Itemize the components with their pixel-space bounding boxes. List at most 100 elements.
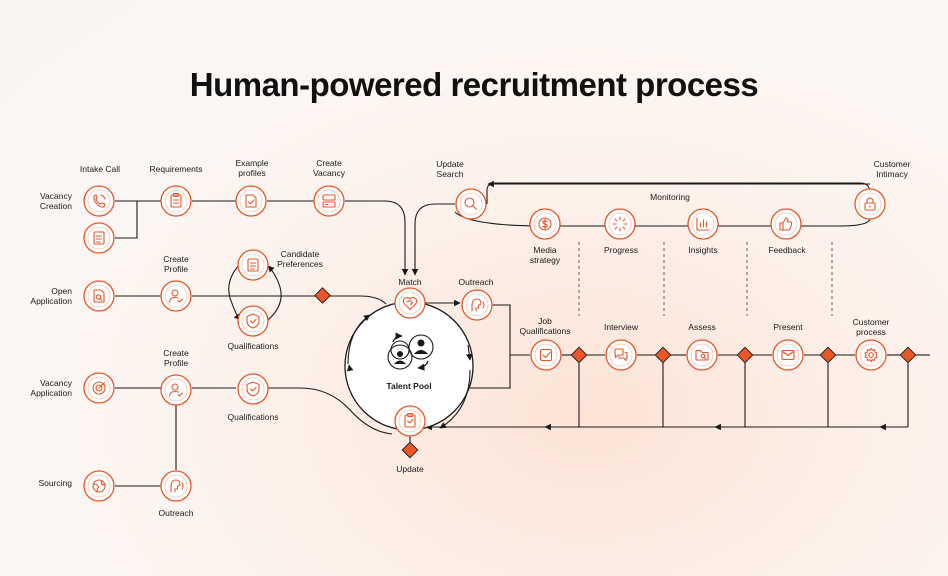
- diamond-job-qualifications: [570, 346, 588, 364]
- label-candidate-preferences-2: Preferences: [277, 259, 323, 269]
- search-document-icon: [93, 289, 105, 303]
- diamond-interview: [654, 346, 672, 364]
- phone-icon: [93, 194, 106, 208]
- label-vacancy-creation-2: Creation: [40, 201, 72, 211]
- customer-process-node[interactable]: [855, 339, 887, 371]
- update-search-node[interactable]: [455, 188, 487, 220]
- label-insights: Insights: [688, 245, 717, 255]
- target-icon: [92, 381, 106, 395]
- vacancy-application-node[interactable]: [83, 372, 115, 404]
- label-progress: Progress: [604, 245, 638, 255]
- checkbox-icon: [539, 348, 553, 362]
- file-check-icon: [245, 194, 257, 208]
- qualifications-b-node[interactable]: [237, 373, 269, 405]
- label-candidate-preferences-1: Candidate: [281, 249, 320, 259]
- label-create-profile-b-1: Create: [163, 348, 189, 358]
- customer-intimacy-node[interactable]: [854, 188, 886, 220]
- label-requirements: Requirements: [150, 164, 203, 174]
- labels: Intake Call Requirements Example profile…: [30, 158, 910, 518]
- folder-search-icon: [695, 349, 709, 361]
- diamond-open-app: [314, 287, 331, 304]
- label-job-qualifications-2: Qualifications: [519, 326, 570, 336]
- update-node[interactable]: [394, 405, 426, 437]
- label-job-qualifications-1: Job: [538, 316, 552, 326]
- open-application-node[interactable]: [83, 280, 115, 312]
- diamond-update: [401, 441, 419, 459]
- label-present: Present: [773, 322, 803, 332]
- page-title: Human-powered recruitment process: [190, 66, 758, 103]
- chat-icon: [614, 348, 628, 362]
- label-outreach-top: Outreach: [459, 277, 494, 287]
- label-create-profile-a-2: Profile: [164, 264, 188, 274]
- create-vacancy-node[interactable]: [313, 185, 345, 217]
- document-icon: [247, 258, 259, 272]
- media-strategy-node[interactable]: [529, 208, 561, 240]
- job-qualifications-node[interactable]: [530, 339, 562, 371]
- label-open-application-1: Open: [51, 286, 72, 296]
- label-vacancy-application-1: Vacancy: [40, 378, 73, 388]
- label-update-search-1: Update: [436, 159, 464, 169]
- label-interview: Interview: [604, 322, 639, 332]
- connectors: [115, 180, 930, 487]
- example-profiles-node[interactable]: [235, 185, 267, 217]
- gear-icon: [864, 347, 878, 363]
- label-match: Match: [398, 277, 421, 287]
- clipboard-icon: [170, 192, 182, 208]
- requirements-node[interactable]: [160, 185, 192, 217]
- insights-node[interactable]: [687, 208, 719, 240]
- candidate-preferences-node[interactable]: [237, 249, 269, 281]
- label-create-vacancy-2: Vacancy: [313, 168, 346, 178]
- create-profile-a-node[interactable]: [160, 280, 192, 312]
- label-feedback: Feedback: [768, 245, 806, 255]
- dollar-icon: [538, 217, 552, 231]
- label-example-profiles-1: Example: [235, 158, 268, 168]
- clipboard-check-icon: [404, 412, 416, 428]
- present-node[interactable]: [772, 339, 804, 371]
- globe-icon: [92, 479, 106, 493]
- mail-icon: [781, 349, 795, 361]
- outreach-bottom-node[interactable]: [160, 470, 192, 502]
- label-create-profile-a-1: Create: [163, 254, 189, 264]
- label-assess: Assess: [688, 322, 715, 332]
- interview-node[interactable]: [605, 339, 637, 371]
- voice-icon: [471, 298, 485, 312]
- label-customer-process-1: Customer: [853, 317, 890, 327]
- match-node[interactable]: [394, 287, 426, 319]
- label-qualifications-a: Qualifications: [227, 341, 278, 351]
- label-customer-intimacy-2: Intimacy: [876, 169, 908, 179]
- progress-node[interactable]: [604, 208, 636, 240]
- label-media-strategy-2: strategy: [530, 255, 561, 265]
- qualifications-a-node[interactable]: [237, 305, 269, 337]
- voice-icon: [170, 479, 184, 493]
- outreach-top-node[interactable]: [461, 289, 493, 321]
- talent-pool-label: Talent Pool: [386, 381, 431, 391]
- label-qualifications-b: Qualifications: [227, 412, 278, 422]
- shield-check-icon: [246, 381, 260, 397]
- heart-handshake-icon: [402, 296, 418, 311]
- create-profile-b-node[interactable]: [160, 374, 192, 406]
- diamond-assess: [736, 346, 754, 364]
- search-icon: [464, 197, 478, 211]
- label-update-search-2: Search: [437, 169, 464, 179]
- bar-chart-icon: [696, 217, 710, 231]
- label-intake-call: Intake Call: [80, 164, 120, 174]
- label-customer-intimacy-1: Customer: [874, 159, 911, 169]
- label-sourcing: Sourcing: [38, 478, 72, 488]
- intake-call-node[interactable]: [83, 185, 115, 217]
- label-create-vacancy-1: Create: [316, 158, 342, 168]
- label-monitoring: Monitoring: [650, 192, 690, 202]
- feedback-node[interactable]: [770, 208, 802, 240]
- loader-icon: [612, 216, 628, 232]
- thumbs-up-icon: [779, 217, 793, 231]
- assess-node[interactable]: [686, 339, 718, 371]
- label-update: Update: [396, 464, 424, 474]
- label-outreach-bottom: Outreach: [159, 508, 194, 518]
- form-icon: [322, 194, 336, 208]
- diamond-customer-process: [899, 346, 917, 364]
- user-check-icon: [168, 289, 184, 303]
- label-vacancy-creation-1: Vacancy: [40, 191, 73, 201]
- document-icon: [93, 231, 105, 245]
- sourcing-node[interactable]: [83, 470, 115, 502]
- vacancy-document-node[interactable]: [83, 222, 115, 254]
- users-icon: [387, 332, 434, 371]
